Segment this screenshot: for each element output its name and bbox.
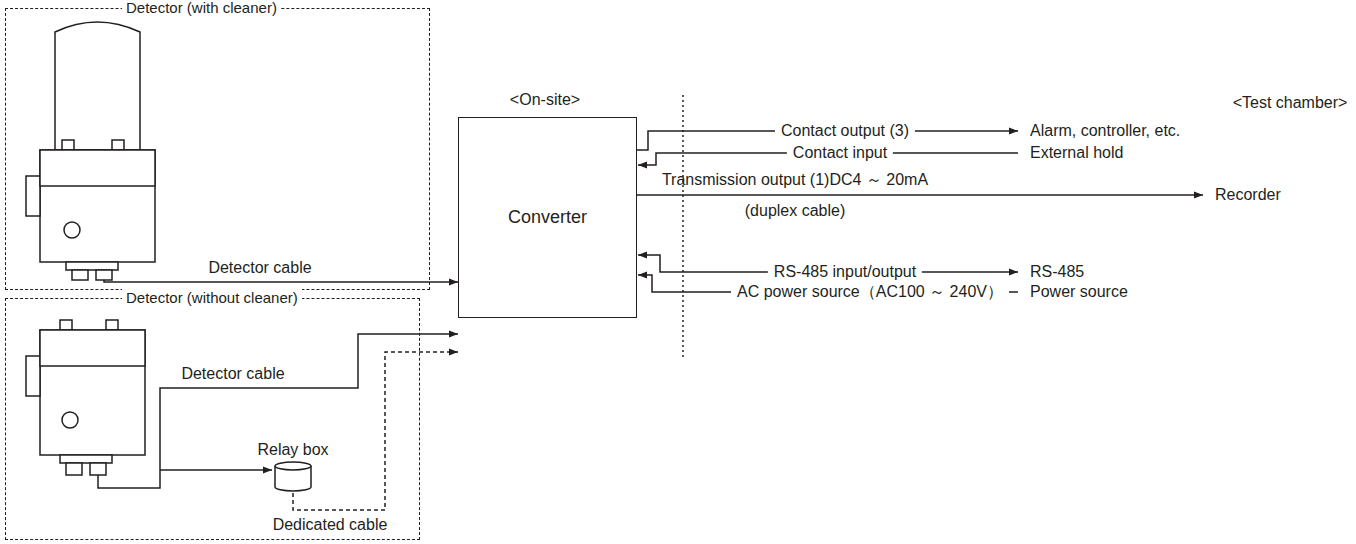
destination-label: Power source [1030,283,1128,301]
detector-without-cleaner [60,455,112,463]
detector-group: Detector (with cleaner) [5,8,430,290]
destination-label: External hold [1030,144,1123,162]
detector-without-cleaner [62,412,78,428]
detector-cable [420,333,458,335]
detector-without-cleaner [40,330,145,455]
detector-without-cleaner [90,463,106,475]
destination-label: Alarm, controller, etc. [1030,122,1180,140]
signal-label: RS-485 input/output [768,263,922,281]
cable-label: Dedicated cable [273,516,388,534]
detector-cable [430,281,458,283]
detector-with-cleaner [96,270,112,280]
signal-label: (duplex cable) [745,202,846,220]
group-title: Detector (with cleaner) [122,0,281,17]
detector-with-cleaner [72,270,88,280]
detector-group: Detector (without cleaner)Relay box [5,298,420,540]
relay-cylinder [273,461,313,493]
detector-with-cleaner [112,140,124,150]
destination-label: Recorder [1215,186,1281,204]
area-heading: <On-site> [510,91,580,109]
destination-label: RS-485 [1030,263,1084,281]
detector-with-cleaner [40,150,155,186]
relay-cylinder [275,462,311,470]
area-heading: <Test chamber> [1233,94,1348,112]
detector-without-cleaner [40,330,145,366]
detector-without-cleaner [106,320,118,330]
cable-label: Detector cable [208,259,311,277]
transmission-line [637,194,1203,196]
detector-wire [98,334,420,488]
detector-with-cleaner [55,22,140,150]
detector-with-cleaner [40,150,155,262]
detector-with-cleaner [26,22,155,280]
detector-with-cleaner [64,222,80,238]
relay-box: Relay box [247,441,339,493]
signal-lines [637,131,1203,292]
signal-label: Transmission output (1)DC4 ～ 20mA [662,171,928,189]
detector-with-cleaner [66,262,118,270]
detector-without-cleaner [26,356,40,396]
converter-box: Converter [458,117,637,318]
detector-with-cleaner [26,176,40,216]
detector-without-cleaner [66,463,82,475]
box-label: Converter [508,207,587,228]
detector-wire [104,280,430,282]
detector-without-cleaner [26,320,145,475]
dedicated-cable [293,352,458,510]
detector-without-cleaner [60,320,72,330]
relay-wire [160,469,272,471]
group-title: Detector (without cleaner) [122,289,302,307]
signal-label: Contact output (3) [775,122,915,140]
signal-label: AC power source（AC100 ～ 240V） [731,283,1009,301]
cable-label: Detector cable [181,365,284,383]
detector-with-cleaner [62,140,74,150]
relay-label: Relay box [247,441,339,459]
signal-label: Contact input [787,144,893,162]
site-divider [682,95,684,357]
